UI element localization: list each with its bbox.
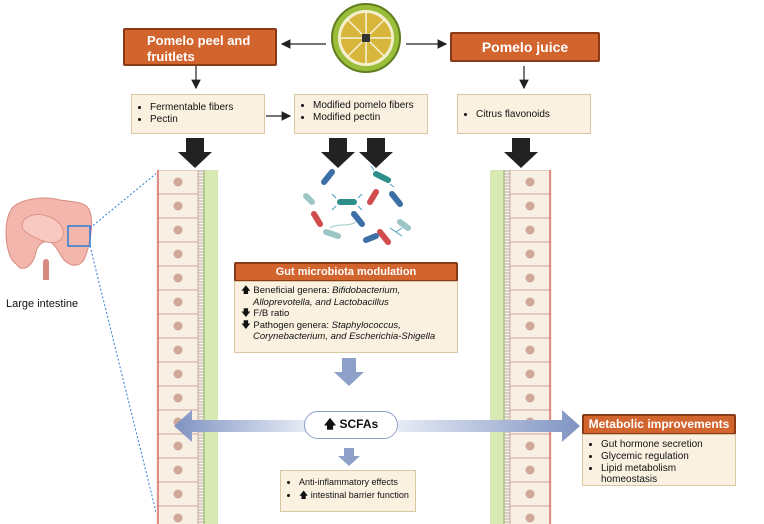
metabolic-items-box: Gut hormone secretion Glycemic regulatio…: [582, 434, 736, 486]
pomelo-slice-image: [331, 3, 401, 73]
peel-items-box: Fermentable fibers Pectin: [131, 94, 265, 134]
down-arrow-to-scfa: [334, 358, 364, 386]
beneficial-genera-1: Bifidobacterium,: [332, 285, 401, 296]
down-arrow-to-effects: [338, 448, 360, 466]
microbiota-content-box: 🡅 Beneficial genera: Bifidobacterium, Al…: [234, 281, 458, 353]
large-intestine-label: Large intestine: [6, 298, 79, 310]
effect-item: Anti-inflammatory effects: [299, 477, 411, 487]
beneficial-genera-2: Alloprevotella, and Lactobacillus: [253, 296, 389, 308]
peel-item: Pectin: [150, 114, 260, 125]
beneficial-prefix: Beneficial genera:: [253, 285, 333, 296]
intestinal-wall-left: [156, 170, 218, 524]
zoom-box: [67, 225, 91, 247]
juice-title: Pomelo juice: [481, 39, 569, 55]
scfa-label: SCFAs: [339, 417, 379, 431]
peel-item: Fermentable fibers: [150, 102, 260, 113]
peel-title-box: Pomelo peel and fruitlets: [123, 28, 277, 66]
intestinal-wall-right: [490, 170, 552, 524]
peel-title: Pomelo peel and fruitlets: [147, 33, 251, 64]
down-arrow-mid1: [321, 138, 355, 168]
metabolic-item: Glycemic regulation: [601, 451, 731, 462]
scfa-left-arrow: [174, 410, 306, 442]
pathogen-genera-2: Corynebacterium, and Escherichia-Shigell…: [253, 331, 436, 342]
metabolic-item: Lipid metabolism homeostasis: [601, 463, 731, 485]
down-arrow-icon: 🡇: [241, 308, 251, 319]
scfa-right-arrow: [398, 410, 580, 442]
effect-barrier-text: intestinal barrier function: [310, 490, 409, 500]
pathogen-genera-1: Staphylococcus,: [331, 319, 401, 331]
metabolic-title-box: Metabolic improvements: [582, 414, 736, 435]
up-arrow-icon: 🡅: [299, 490, 309, 500]
effect-item: 🡅 intestinal barrier function: [299, 488, 411, 504]
microbiota-title-box: Gut microbiota modulation: [234, 262, 458, 282]
scfa-pill: 🡅 SCFAs: [304, 411, 398, 439]
metabolic-title: Metabolic improvements: [588, 417, 730, 431]
microbiota-title: Gut microbiota modulation: [275, 266, 417, 278]
fb-ratio: F/B ratio: [253, 308, 290, 319]
down-arrow-icon: 🡇: [241, 319, 251, 331]
juice-title-box: Pomelo juice: [450, 32, 600, 62]
large-intestine-illustration: [5, 197, 93, 280]
modified-item: Modified pomelo fibers: [313, 100, 423, 111]
bacteria-cluster-image: [303, 165, 411, 245]
metabolic-item: Gut hormone secretion: [601, 439, 731, 450]
up-arrow-icon: 🡅: [241, 285, 251, 296]
down-arrow-mid2: [359, 138, 393, 168]
pathogen-prefix: Pathogen genera:: [253, 319, 332, 331]
juice-item: Citrus flavonoids: [476, 109, 586, 120]
down-arrow-left: [178, 138, 212, 168]
modified-items-box: Modified pomelo fibers Modified pectin: [294, 94, 428, 134]
up-arrow-icon: 🡅: [323, 417, 337, 431]
down-arrow-right: [504, 138, 538, 168]
juice-items-box: Citrus flavonoids: [457, 94, 591, 134]
effects-box: Anti-inflammatory effects 🡅 intestinal b…: [280, 470, 416, 512]
modified-item: Modified pectin: [313, 112, 423, 123]
